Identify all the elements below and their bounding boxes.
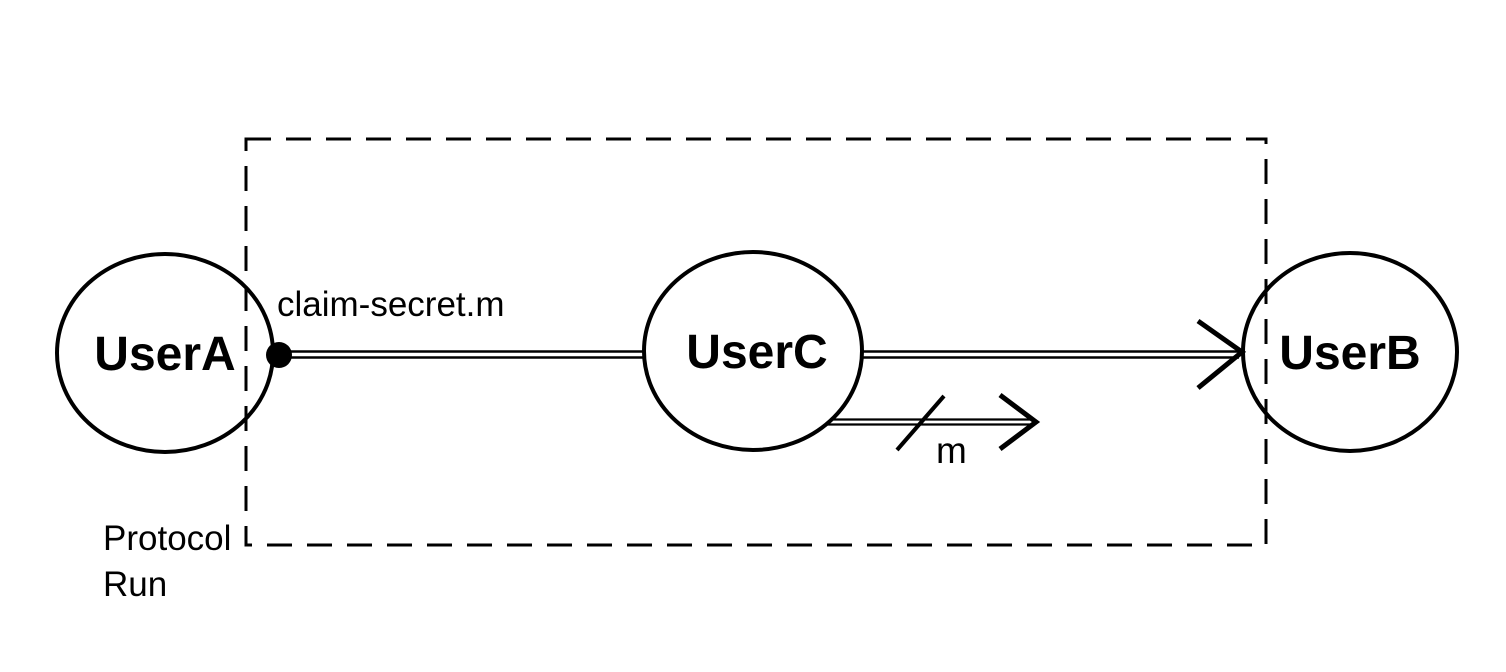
userb-node-label: UserB [1279, 327, 1420, 380]
userc-node-circle [642, 250, 864, 452]
origin-dot-marker [266, 342, 292, 368]
arrowhead-userb-icon [1196, 318, 1247, 390]
claim-secret-edge-label: claim-secret.m [277, 285, 505, 324]
message-m-edge-label: m [936, 430, 967, 471]
usera-node-label: UserA [94, 328, 235, 381]
message-m-line [824, 418, 1031, 426]
userc-node-label: UserC [686, 326, 827, 379]
slash-modifier-icon [895, 394, 946, 452]
protocol-run-label-line2: Run [103, 565, 167, 604]
protocol-run-label-line1: Protocol [103, 519, 231, 558]
protocol-run-boundary [244, 137, 1268, 547]
arrowhead-message-m-icon [998, 393, 1041, 451]
